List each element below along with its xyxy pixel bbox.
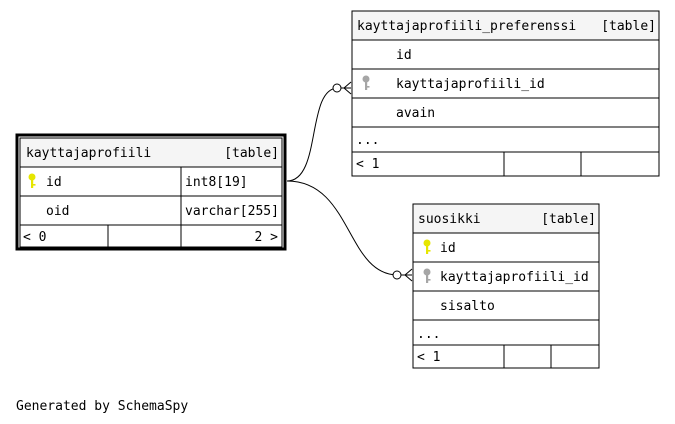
table-kayttajaprofiili[interactable]: kayttajaprofiili [table] id int8[19] oid… (15, 133, 287, 251)
column-name: kayttajaprofiili_id (396, 77, 545, 92)
generated-by-caption: Generated by SchemaSpy (16, 399, 188, 414)
table-type-label: [table] (224, 146, 279, 161)
table-suosikki[interactable]: suosikki [table] id kayttajaprofiili_id … (412, 203, 600, 369)
column-name: sisalto (440, 299, 495, 314)
more-columns: ... (417, 327, 440, 342)
foreign-key-icon (423, 268, 431, 283)
column-name: id (46, 175, 62, 190)
crowfoot-icon (343, 81, 352, 95)
column-name: id (440, 241, 456, 256)
primary-key-icon (28, 173, 36, 188)
table-header (351, 10, 660, 41)
table-kayttajaprofiili-preferenssi[interactable]: kayttajaprofiili_preferenssi [table] id … (351, 10, 660, 177)
parents-count[interactable]: < 1 (356, 157, 379, 172)
foreign-key-icon (362, 75, 370, 90)
crowfoot-icon (404, 268, 413, 282)
parents-count[interactable]: < 1 (417, 350, 440, 365)
relationship-edge-preferenssi (286, 81, 352, 182)
table-type-label: [table] (601, 19, 656, 34)
primary-key-icon (423, 239, 431, 254)
table-name: kayttajaprofiili (26, 146, 151, 161)
parents-count[interactable]: < 0 (23, 230, 46, 245)
table-type-label: [table] (541, 212, 596, 227)
relationship-edge-suosikki (286, 180, 413, 282)
optional-circle-icon (332, 83, 342, 93)
table-name: suosikki (418, 212, 481, 227)
table-header (412, 203, 600, 234)
children-count[interactable]: 2 > (255, 230, 279, 245)
column-name: kayttajaprofiili_id (440, 270, 589, 285)
column-name: id (396, 48, 412, 63)
column-type: varchar[255] (185, 204, 279, 219)
table-header (19, 137, 283, 168)
column-name: oid (46, 204, 69, 219)
optional-circle-icon (392, 270, 402, 280)
column-name: avain (396, 106, 435, 121)
table-name: kayttajaprofiili_preferenssi (357, 19, 576, 34)
more-columns: ... (356, 133, 379, 148)
column-type: int8[19] (185, 175, 248, 190)
